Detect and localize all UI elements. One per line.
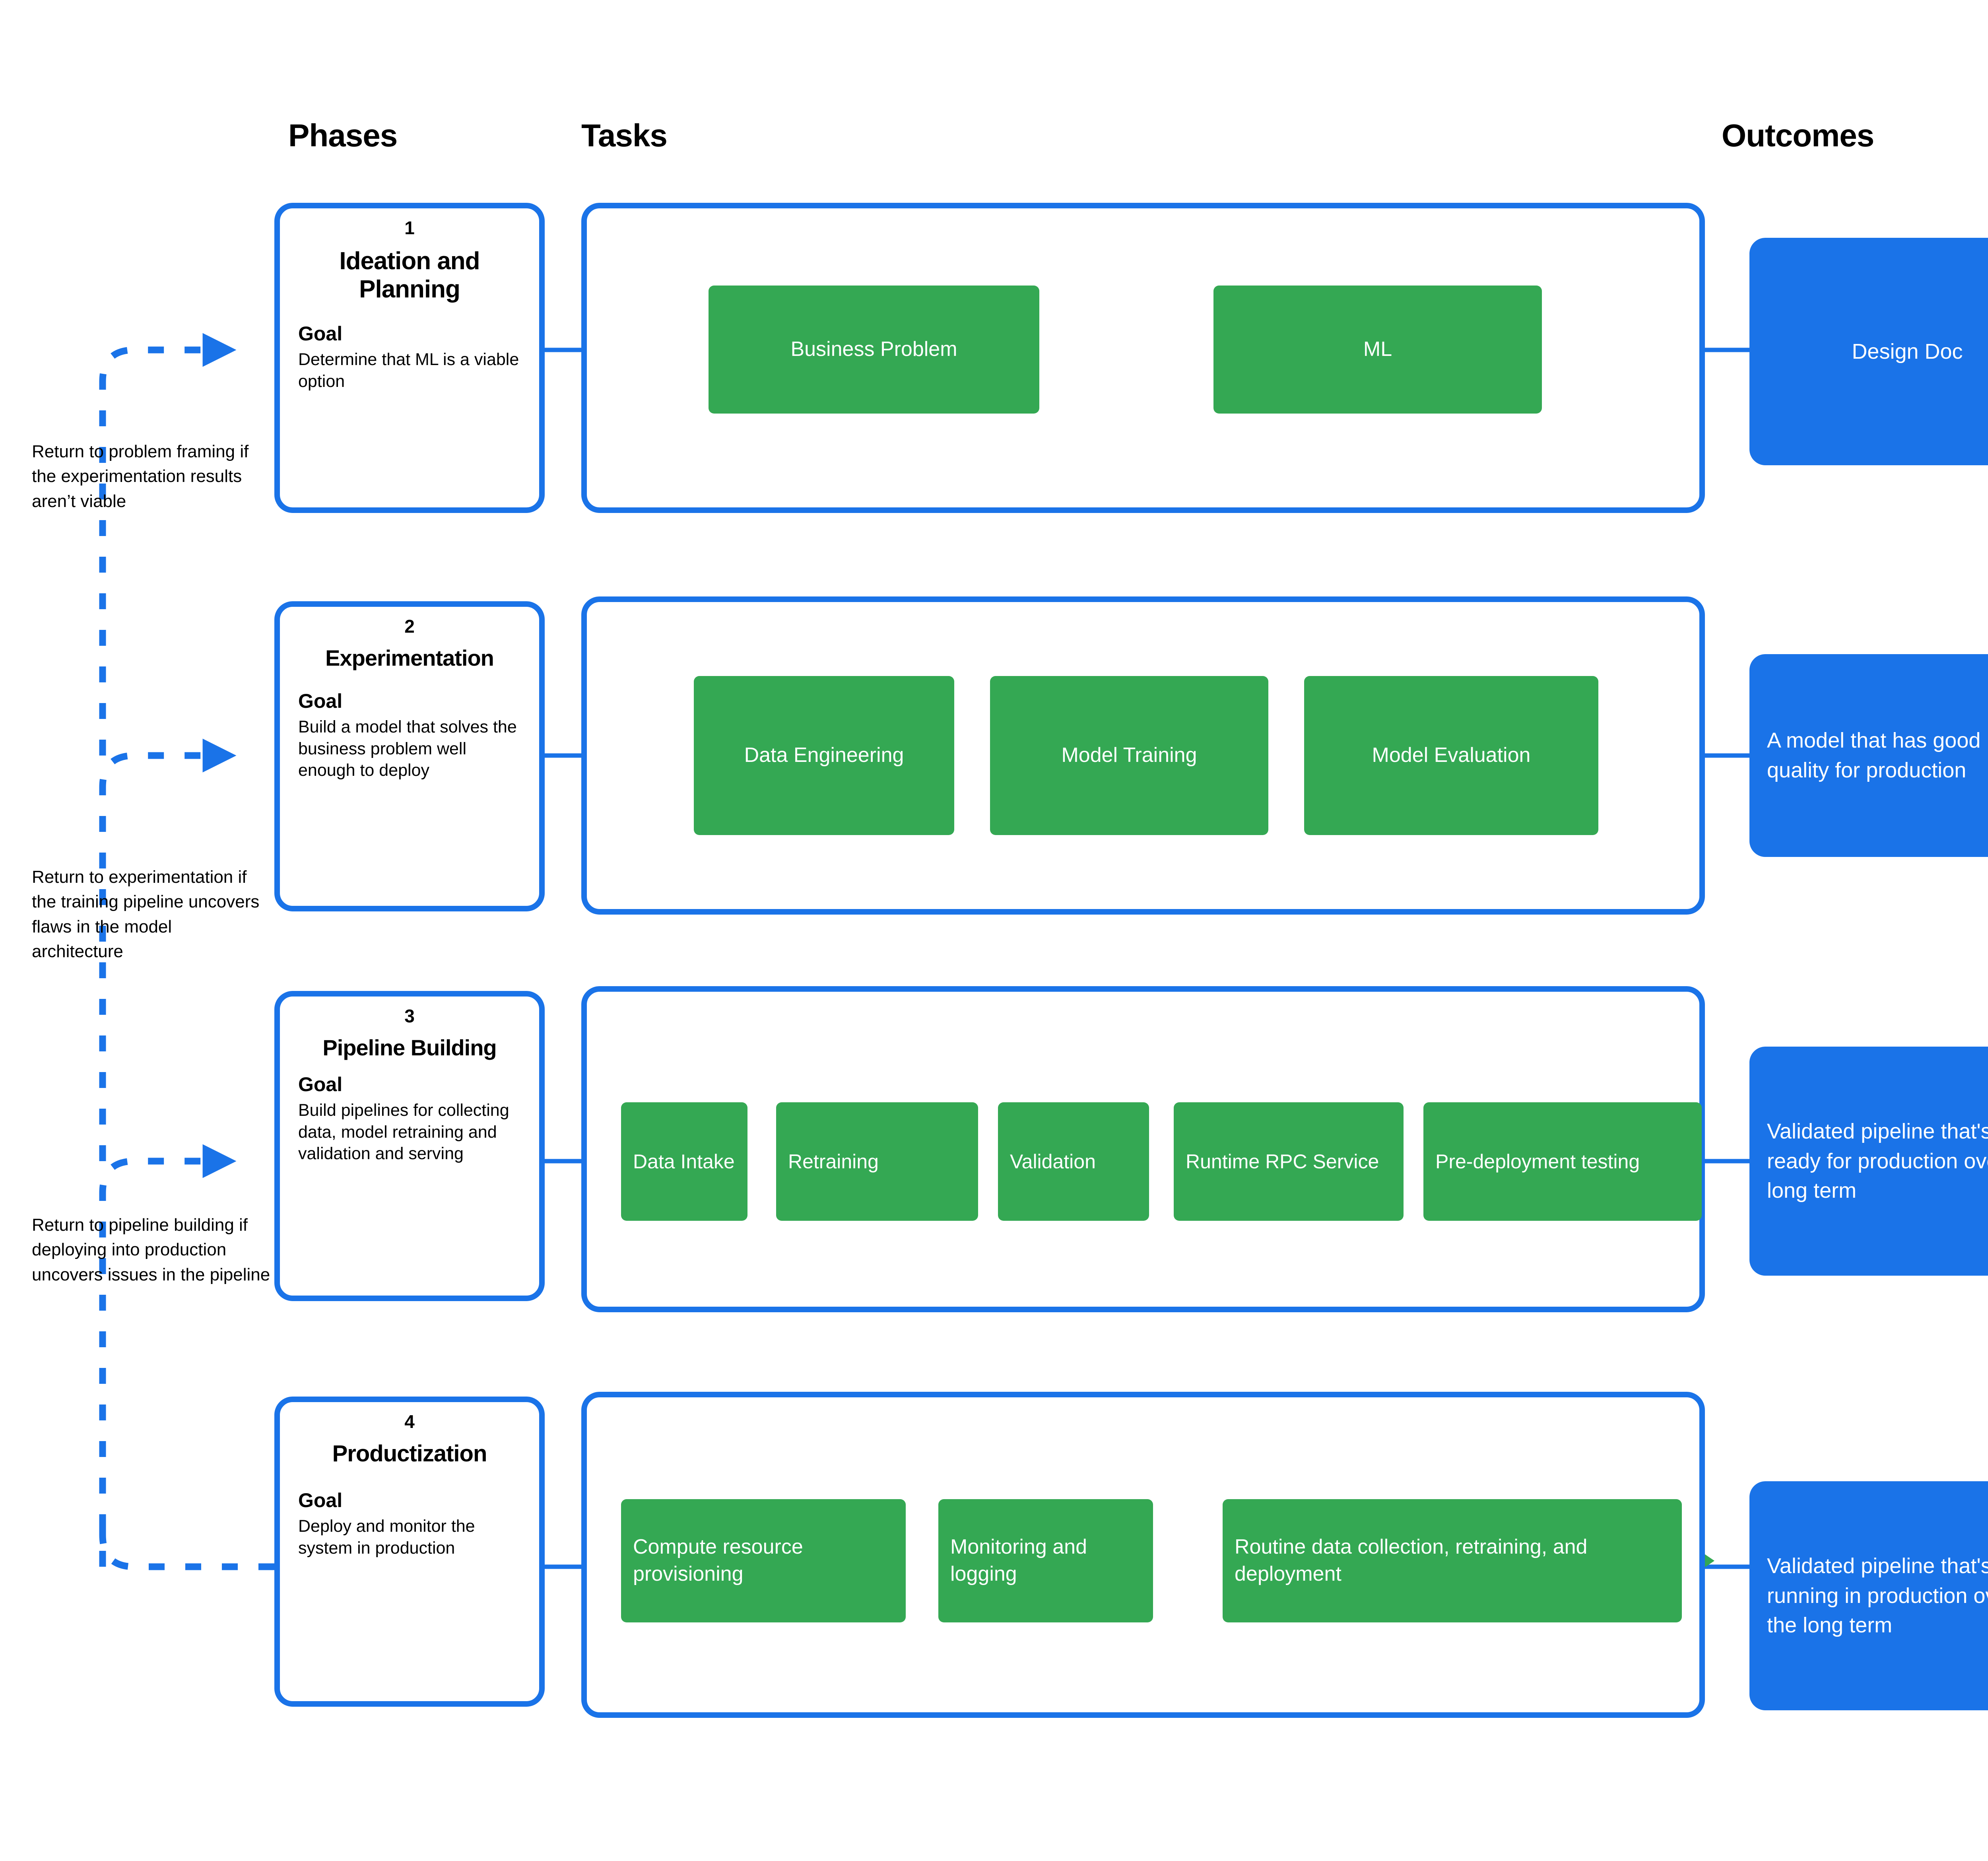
column-header-tasks: Tasks [581,118,668,153]
goal-text: Build a model that solves the business p… [298,717,517,780]
phase-card-3[interactable]: 3 Pipeline Building Goal Build pipelines… [274,991,545,1301]
feedback-annotation-2: Return to experimentation if the trainin… [32,867,260,962]
phase-card-2[interactable]: 2 Experimentation Goal Build a model tha… [274,601,545,911]
feedback-path-1 [99,333,237,756]
goal-label: Goal [298,1489,343,1512]
phase-number: 2 [404,616,415,637]
goal-text: Deploy and monitor the system in product… [298,1517,475,1558]
outcome-box-2[interactable]: A model that has good quality for produc… [1749,654,1988,857]
phase-number: 4 [404,1411,415,1432]
outcome-box-3[interactable]: Validated pipeline that's ready for prod… [1749,1047,1988,1276]
phase-goal-block: Goal Deploy and monitor the system in pr… [294,1488,525,1559]
goal-text: Determine that ML is a viable option [298,350,519,391]
task-box-retraining[interactable]: Retraining [776,1102,978,1221]
feedback-annotation-3: Return to pipeline building if deploying… [32,1215,270,1284]
column-header-outcomes: Outcomes [1722,118,1874,153]
phase-number: 3 [404,1006,415,1026]
task-box-pre-deployment-testing[interactable]: Pre-deployment testing [1423,1102,1702,1221]
goal-label: Goal [298,690,343,712]
phase-title: Ideation and Planning [339,247,480,303]
outcome-box-4[interactable]: Validated pipeline that's running in pro… [1749,1481,1988,1710]
phase-card-4[interactable]: 4 Productization Goal Deploy and monitor… [274,1397,545,1707]
feedback-trunk-left [99,1507,274,1570]
task-box-compute-resource-provisioning[interactable]: Compute resource provisioning [621,1499,906,1622]
phase-number: 1 [404,218,415,238]
phase-title: Productization [332,1440,487,1467]
task-box-monitoring-and-logging[interactable]: Monitoring and logging [938,1499,1153,1622]
task-box-data-intake[interactable]: Data Intake [621,1102,747,1221]
outcome-box-1[interactable]: Design Doc [1749,238,1988,465]
phase-card-1[interactable]: 1 Ideation and Planning Goal Determine t… [274,203,545,513]
goal-label: Goal [298,322,343,345]
task-box-business-problem[interactable]: Business Problem [709,286,1039,414]
task-box-runtime-rpc-service[interactable]: Runtime RPC Service [1174,1102,1404,1221]
task-box-data-engineering[interactable]: Data Engineering [694,676,954,835]
task-box-routine-data-collection[interactable]: Routine data collection, retraining, and… [1223,1499,1682,1622]
phase-title: Pipeline Building [322,1035,497,1060]
goal-label: Goal [298,1073,343,1096]
column-header-phases: Phases [288,118,398,153]
goal-text: Build pipelines for collecting data, mod… [298,1100,509,1164]
feedback-annotation-1: Return to problem framing if the experim… [32,442,249,511]
task-box-validation[interactable]: Validation [998,1102,1149,1221]
phase-goal-block: Goal Determine that ML is a viable optio… [294,322,525,392]
phase-goal-block: Goal Build a model that solves the busin… [294,689,525,781]
phase-goal-block: Goal Build pipelines for collecting data… [294,1072,525,1165]
task-box-ml[interactable]: ML [1213,286,1542,414]
phase-title: Experimentation [325,645,494,670]
task-box-model-training[interactable]: Model Training [990,676,1268,835]
task-box-model-evaluation[interactable]: Model Evaluation [1304,676,1598,835]
